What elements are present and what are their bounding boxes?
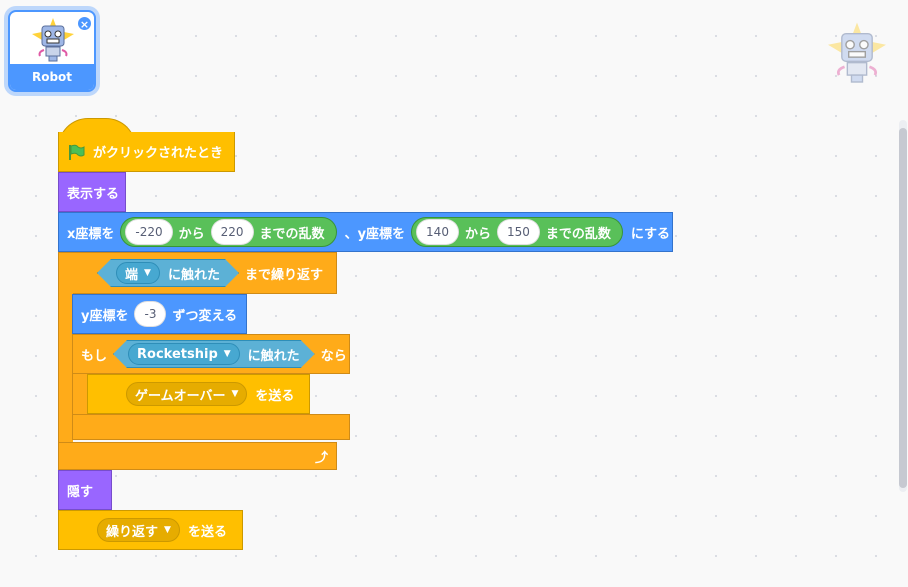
go-to-end-label: にする <box>630 226 671 242</box>
random-y-suffix-label: までの乱数 <box>545 226 611 242</box>
touching-edge-suffix: に触れた <box>167 267 220 283</box>
broadcast-repeat-dropdown[interactable]: 繰り返す ▼ <box>97 518 180 542</box>
robot-icon <box>32 18 74 62</box>
random-x-suffix-label: までの乱数 <box>259 226 325 242</box>
repeat-until-bottom: ⤴ <box>58 442 337 470</box>
chevron-down-icon: ▼ <box>223 349 231 359</box>
hide-label: 隠す <box>67 484 94 500</box>
touching-rocketship-block[interactable]: Rocketship ▼ に触れた <box>113 340 315 368</box>
broadcast-repeat-suffix: を送る <box>187 524 227 540</box>
broadcast-gameover-dropdown[interactable]: ゲームオーバー ▼ <box>126 382 248 406</box>
random-x-to-input[interactable]: 220 <box>210 219 254 245</box>
random-x-from-input[interactable]: -220 <box>125 219 173 245</box>
broadcast-repeat-value: 繰り返す <box>106 524 159 540</box>
pick-random-block-x[interactable]: -220 から 220 までの乱数 <box>120 217 337 247</box>
scrollbar-thumb[interactable] <box>899 128 907 488</box>
chevron-down-icon: ▼ <box>164 525 171 535</box>
repeat-until-block[interactable]: 端 ▼ に触れた まで繰り返す <box>58 252 337 294</box>
chevron-down-icon: ▼ <box>231 389 239 399</box>
close-icon[interactable]: × <box>76 15 93 32</box>
change-y-label: y座標を <box>81 308 129 324</box>
repeat-until-arm <box>58 292 73 442</box>
chevron-down-icon: ▼ <box>144 268 151 278</box>
random-x-kara-label: から <box>178 226 205 242</box>
touching-rocketship-value: Rocketship <box>137 346 218 362</box>
touching-edge-value: 端 <box>125 267 139 283</box>
green-flag-icon <box>69 144 85 160</box>
hide-block[interactable]: 隠す <box>58 470 112 510</box>
when-flag-label: がクリックされたとき <box>93 146 224 161</box>
broadcast-gameover-suffix: を送る <box>255 388 295 404</box>
go-to-y-label: 、y座標を <box>344 226 406 242</box>
random-y-to-input[interactable]: 150 <box>496 219 540 245</box>
if-label: もし <box>81 348 108 364</box>
touching-edge-block[interactable]: 端 ▼ に触れた <box>97 259 239 287</box>
go-to-xy-block[interactable]: x座標を -220 から 220 までの乱数 、y座標を 140 から 150 … <box>58 212 673 252</box>
loop-arrow-icon: ⤴ <box>314 450 328 466</box>
change-y-block[interactable]: y座標を -3 ずつ変える <box>72 294 247 334</box>
random-y-kara-label: から <box>464 226 491 242</box>
broadcast-repeat-block[interactable]: 繰り返す ▼ を送る <box>58 510 243 550</box>
sprite-name: Robot <box>10 64 94 90</box>
broadcast-gameover-block[interactable]: ゲームオーバー ▼ を送る <box>87 374 310 414</box>
if-then-bottom <box>72 414 350 440</box>
if-then-block[interactable]: もし Rocketship ▼ に触れた なら <box>72 334 350 374</box>
when-flag-clicked-block[interactable]: がクリックされたとき <box>58 132 235 172</box>
change-y-input[interactable]: -3 <box>134 301 167 327</box>
touching-rocketship-dropdown[interactable]: Rocketship ▼ <box>128 343 240 365</box>
change-y-suffix: ずつ変える <box>172 308 238 324</box>
repeat-until-label: まで繰り返す <box>244 267 323 283</box>
robot-icon <box>828 22 886 83</box>
pick-random-block-y[interactable]: 140 から 150 までの乱数 <box>411 217 623 247</box>
if-then-arm <box>72 374 87 416</box>
show-block[interactable]: 表示する <box>58 172 126 212</box>
show-label: 表示する <box>67 186 120 202</box>
touching-edge-dropdown[interactable]: 端 ▼ <box>116 262 160 284</box>
go-to-x-label: x座標を <box>67 226 115 242</box>
broadcast-gameover-value: ゲームオーバー <box>135 388 226 404</box>
random-y-from-input[interactable]: 140 <box>416 219 459 245</box>
if-then-label: なら <box>320 348 347 364</box>
touching-rocketship-suffix: に触れた <box>247 348 300 364</box>
